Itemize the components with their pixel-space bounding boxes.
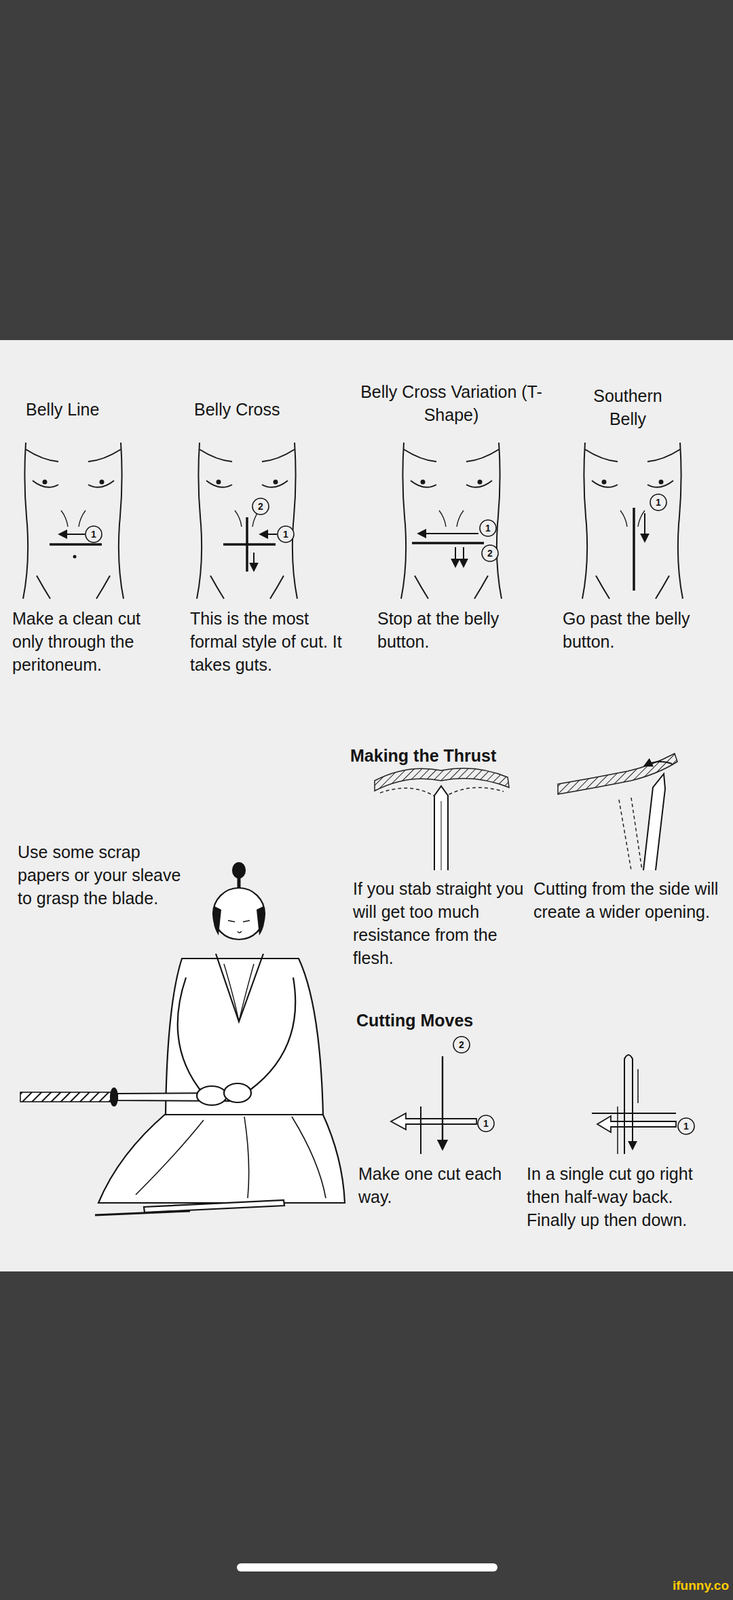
torso-southern-belly: [582, 442, 683, 599]
callout-number: 1: [678, 1118, 694, 1134]
caption: Stop at the belly button.: [377, 606, 527, 653]
home-indicator: [236, 1563, 498, 1572]
thrust-side: [557, 753, 678, 871]
section-heading: Making the Thrust: [350, 743, 622, 767]
note: Use some scrap papers or your sleave to …: [17, 840, 191, 910]
cutting-moves-single-cut: [591, 1054, 676, 1154]
caption: This is the most formal style of cut. It…: [190, 606, 350, 676]
caption: Make a clean cut only through the perito…: [12, 606, 152, 676]
torso-belly-cross: [196, 442, 298, 599]
callout-number: 2: [482, 545, 498, 561]
callout-circles: [85, 494, 695, 1135]
panel-heading: Belly Line: [25, 397, 176, 421]
caption: Go past the belly button.: [562, 606, 716, 653]
caption: If you stab straight you will get too mu…: [352, 876, 526, 970]
watermark: ifunny.co: [650, 1578, 729, 1593]
thrust-straight: [374, 768, 510, 871]
callout-number: 1: [478, 1115, 494, 1131]
caption: Cutting from the side will create a wide…: [533, 876, 727, 924]
callout-number: 1: [650, 494, 666, 510]
callout-number: 2: [253, 498, 269, 514]
caption: Make one cut each way.: [358, 1161, 522, 1209]
bottom-band: [0, 1271, 733, 1600]
panel-heading: Belly Cross Variation (T-Shape): [342, 380, 560, 427]
samurai-figure: [20, 862, 345, 1215]
torso-t-shape: [401, 442, 502, 599]
callout-number: 1: [86, 526, 102, 542]
callout-number: 1: [480, 520, 496, 536]
cutting-moves-one-each-way: [390, 1056, 477, 1154]
section-heading: Cutting Moves: [356, 1008, 628, 1032]
diagram-ground: [0, 340, 733, 1272]
callout-number: 1: [278, 526, 294, 542]
panel-heading: Southern Belly: [576, 384, 679, 431]
top-band: [0, 0, 733, 341]
torso-belly-line: [23, 442, 124, 599]
caption: In a single cut go right then half-way b…: [526, 1161, 724, 1232]
callout-number: 2: [454, 1037, 469, 1052]
panel-heading: Belly Cross: [194, 397, 344, 421]
